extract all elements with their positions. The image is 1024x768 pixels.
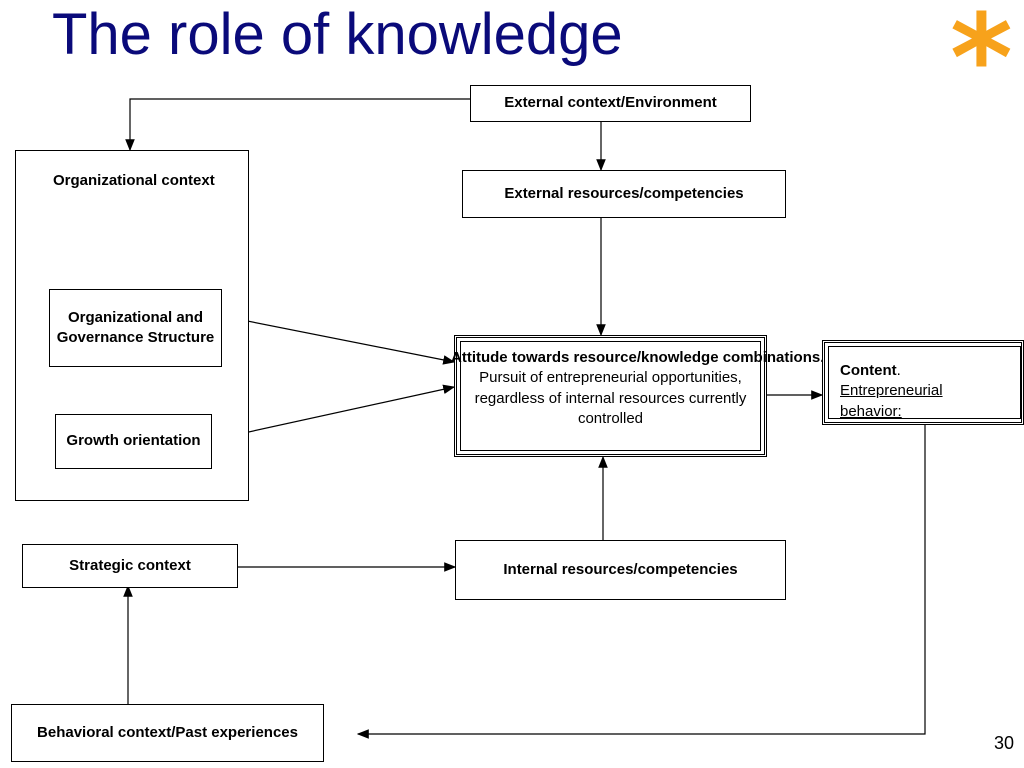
- growth-orientation-box: Growth orientation: [55, 414, 212, 469]
- behavioral-context-label: Behavioral context/Past experiences: [37, 723, 298, 741]
- external-context-label: External context/Environment: [504, 94, 717, 112]
- attitude-body: Pursuit of entrepreneurial opportunities…: [474, 369, 747, 427]
- arrow-content-to-behavioral: [356, 423, 926, 739]
- content-label: Content: [840, 362, 897, 379]
- arrow-external-to-org: [125, 98, 470, 152]
- growth-orientation-label: Growth orientation: [66, 432, 201, 450]
- content-dot: .: [896, 362, 901, 379]
- attitude-inner-border: [460, 341, 761, 451]
- strategic-context-box: Strategic context: [22, 544, 238, 588]
- behavioral-context-box: Behavioral context/Past experiences: [11, 704, 324, 762]
- external-context-box: External context/Environment: [470, 85, 751, 122]
- content-box: Content. Entrepreneurial behavior:: [822, 340, 1024, 425]
- slide-title: The role of knowledge: [52, 2, 623, 67]
- organizational-context-label: Organizational context: [53, 172, 215, 189]
- attitude-box: Attitude towards resource/knowledge comb…: [451, 335, 825, 457]
- internal-resources-box: Internal resources/competencies: [455, 540, 786, 600]
- content-inner-border: [828, 346, 1021, 419]
- asterisk-icon: *: [950, 0, 1013, 129]
- internal-resources-label: Internal resources/competencies: [503, 560, 738, 578]
- external-resources-box: External resources/competencies: [462, 170, 786, 218]
- org-governance-box: Organizational and Governance Structure: [49, 289, 222, 367]
- content-body: Entrepreneurial behavior:: [840, 382, 943, 420]
- page-number: 30: [993, 733, 1014, 753]
- strategic-context-label: Strategic context: [69, 556, 191, 574]
- attitude-heading: Attitude towards resource/knowledge comb…: [451, 349, 825, 366]
- org-governance-label: Organizational and Governance Structure: [56, 308, 215, 346]
- external-resources-label: External resources/competencies: [504, 184, 744, 202]
- arrow-growth-to-attitude: [211, 384, 456, 441]
- arrow-governance-to-attitude: [221, 315, 456, 365]
